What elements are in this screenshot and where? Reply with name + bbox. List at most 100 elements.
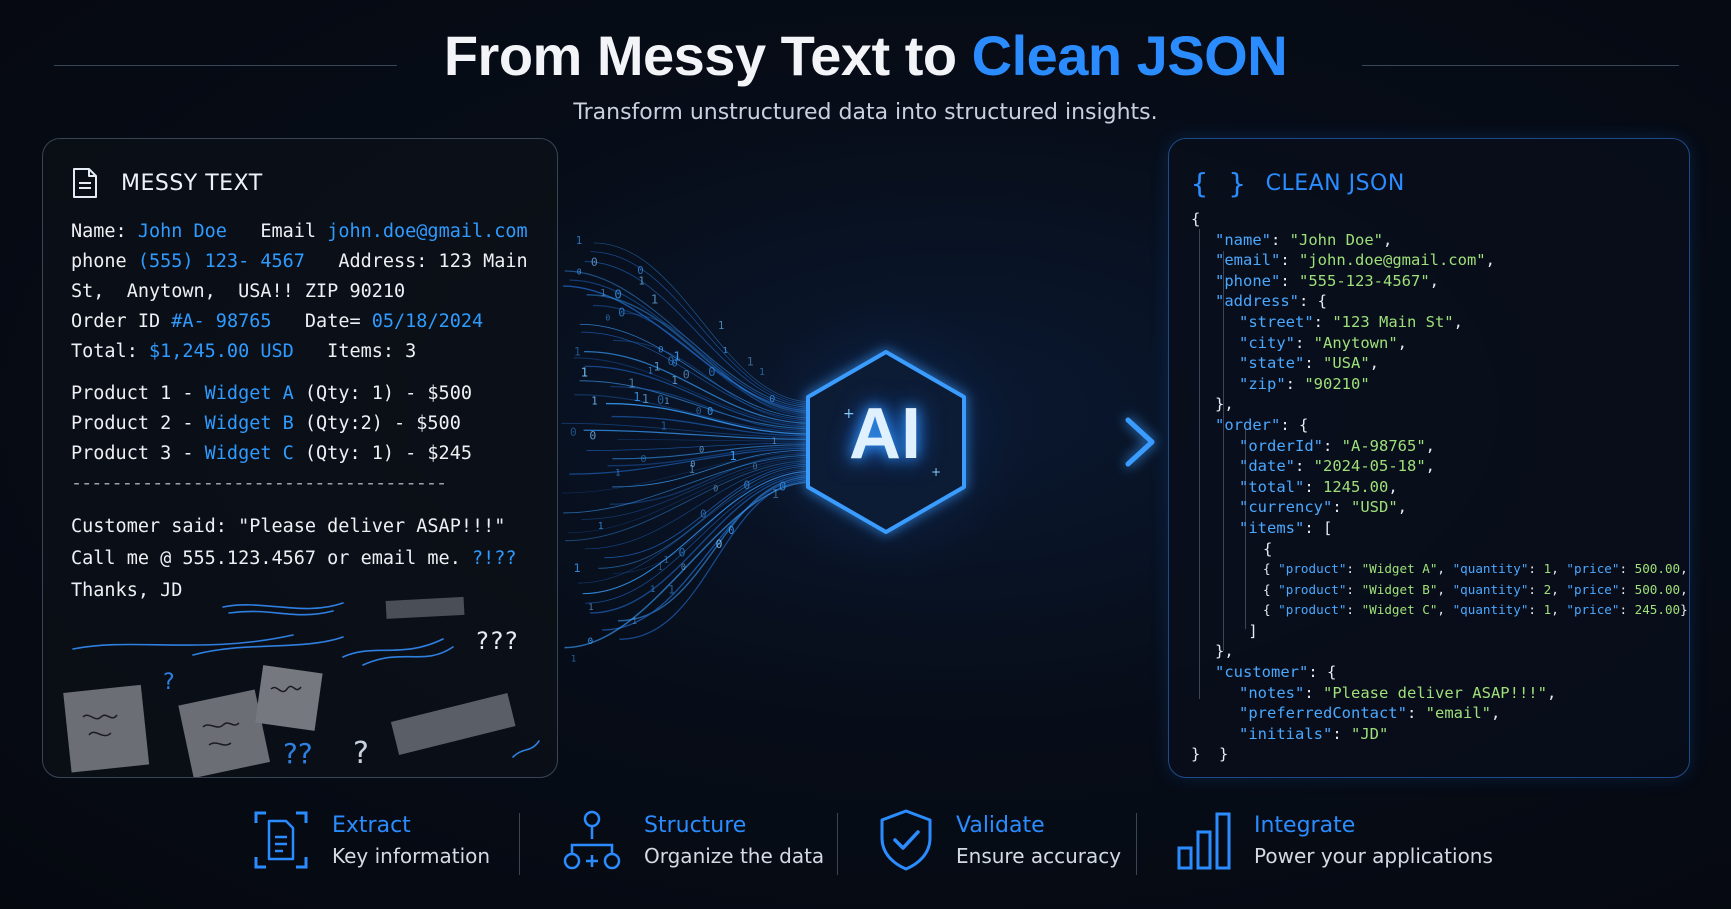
json-punctuation: { xyxy=(1263,581,1279,597)
binary-digit: 0 xyxy=(618,306,625,320)
json-line: "date": "2024-05-18", xyxy=(1191,456,1681,477)
clean-json-panel: { } CLEAN JSON {"name": "John Doe","emai… xyxy=(1168,138,1690,778)
json-punctuation: , xyxy=(1425,457,1435,476)
feature-title: Integrate xyxy=(1254,812,1356,838)
binary-digit: 1 xyxy=(671,374,678,387)
highlighted-value: (555) 123- 4567 xyxy=(137,251,305,272)
json-line: "orderId": "A-98765", xyxy=(1191,436,1681,457)
binary-digit: 0 xyxy=(728,526,734,537)
text-fragment: Items: 3 xyxy=(293,341,417,362)
json-key: "date" xyxy=(1239,457,1295,476)
json-punctuation: : [ xyxy=(1304,518,1333,537)
binary-digit-particles: 0110100101100110101001011011001011010110… xyxy=(570,234,786,665)
feature-divider xyxy=(837,813,838,875)
binary-digit: 0 xyxy=(708,364,716,379)
highlighted-value: $1,245.00 USD xyxy=(148,341,294,362)
messy-text-panel: MESSY TEXT Name: John Doe Email john.doe… xyxy=(42,138,558,778)
binary-digit: 1 xyxy=(689,464,695,476)
text-fragment: Name: xyxy=(71,221,138,242)
json-punctuation: , xyxy=(1680,561,1688,577)
title-divider-right xyxy=(1362,65,1679,66)
feature-validate: Validate Ensure accuracy xyxy=(878,805,1121,875)
messy-text-line: Total: $1,245.00 USD Items: 3 xyxy=(71,337,541,367)
feature-subtitle: Power your applications xyxy=(1254,843,1493,868)
json-line: { xyxy=(1191,539,1681,560)
json-key: "customer" xyxy=(1215,663,1309,682)
json-key: "phone" xyxy=(1215,271,1281,290)
scribbles-and-notes: ??? ? ?? ? xyxy=(63,596,540,777)
json-punctuation: : xyxy=(1346,602,1362,618)
page-title: From Messy Text to Clean JSON xyxy=(0,18,1731,94)
json-key: "product" xyxy=(1278,602,1347,618)
binary-digit: 1 xyxy=(615,469,620,479)
binary-digit: 1 xyxy=(598,521,604,532)
clean-json-header: { } CLEAN JSON xyxy=(1191,163,1405,203)
json-value: 1245.00 xyxy=(1323,477,1389,496)
binary-digit: 0 xyxy=(683,368,690,382)
messy-text-line: phone (555) 123- 4567 Address: 123 Main xyxy=(71,247,541,277)
indent-guide xyxy=(1199,229,1200,699)
text-fragment: Thanks, JD xyxy=(71,580,183,601)
feature-structure: Structure Organize the data xyxy=(562,805,824,875)
json-punctuation: : xyxy=(1304,477,1323,496)
json-key: "street" xyxy=(1239,312,1314,331)
json-punctuation: : xyxy=(1346,561,1362,577)
json-value: "email" xyxy=(1425,704,1491,723)
text-fragment: Total: xyxy=(71,341,149,362)
json-line: "initials": "JD" xyxy=(1191,724,1681,745)
json-key: "notes" xyxy=(1239,683,1305,702)
feature-subtitle: Key information xyxy=(332,843,491,868)
page-subtitle: Transform unstructured data into structu… xyxy=(573,100,1158,125)
highlighted-value: Widget C xyxy=(204,443,294,464)
json-punctuation: , xyxy=(1490,704,1501,723)
ai-hexagon xyxy=(806,350,966,534)
question-marks: ??? xyxy=(475,627,518,655)
json-punctuation: }, xyxy=(1215,642,1234,661)
text-fragment: (Qty:2) - $500 xyxy=(293,413,461,434)
json-value: 2 xyxy=(1543,581,1552,597)
json-punctuation: : { xyxy=(1280,415,1309,434)
binary-digit: 0 xyxy=(679,546,686,560)
json-punctuation: { xyxy=(1263,539,1273,558)
json-line: "zip": "90210" xyxy=(1191,374,1681,395)
json-line: { "product": "Widget B", "quantity": 2, … xyxy=(1191,580,1688,601)
text-fragment: Product 3 - xyxy=(71,443,205,464)
json-punctuation: : xyxy=(1271,230,1290,249)
binary-digit: 0 xyxy=(589,429,596,443)
messy-text-line: St, Anytown, USA!! ZIP 90210 xyxy=(71,277,541,307)
feature-title: Structure xyxy=(644,812,747,838)
json-value: "A-98765" xyxy=(1341,436,1426,455)
json-punctuation: : xyxy=(1313,312,1333,331)
json-punctuation: : { xyxy=(1308,663,1337,682)
json-punctuation: , xyxy=(1437,602,1453,618)
json-value: "Widget B" xyxy=(1361,581,1438,597)
binary-digit: 0 xyxy=(614,288,622,303)
json-punctuation: : xyxy=(1280,271,1299,290)
json-key: "city" xyxy=(1239,333,1295,352)
feature-extract: Extract Key information xyxy=(252,805,490,875)
text-fragment: (Qty: 1) - $245 xyxy=(293,443,472,464)
messy-text-title: MESSY TEXT xyxy=(121,170,263,196)
json-value: "Widget C" xyxy=(1361,602,1438,618)
json-key: "items" xyxy=(1239,518,1305,537)
arrow-head-icon xyxy=(1125,417,1155,467)
text-fragment: ------------------------------------- xyxy=(71,473,447,494)
json-key: "currency" xyxy=(1239,498,1333,517)
messy-text-line: Thanks, JD xyxy=(71,575,541,607)
binary-digit: 0 xyxy=(716,538,723,551)
json-punctuation: , xyxy=(1383,230,1393,249)
binary-digit: 0 xyxy=(668,355,675,368)
json-punctuation: , xyxy=(1551,581,1567,597)
json-value: "John Doe" xyxy=(1289,230,1383,249)
json-punctuation: : xyxy=(1528,602,1544,618)
handwriting-marks xyxy=(82,685,302,746)
json-punctuation: : xyxy=(1323,436,1342,455)
header: From Messy Text to Clean JSON xyxy=(0,18,1731,98)
feature-subtitle: Organize the data xyxy=(644,843,825,868)
json-key: "orderId" xyxy=(1239,436,1323,455)
json-line: "street": "123 Main St", xyxy=(1191,312,1681,333)
json-punctuation: } xyxy=(1680,602,1688,618)
binary-digit: 1 xyxy=(638,275,644,288)
text-fragment: (Qty: 1) - $500 xyxy=(293,383,472,404)
